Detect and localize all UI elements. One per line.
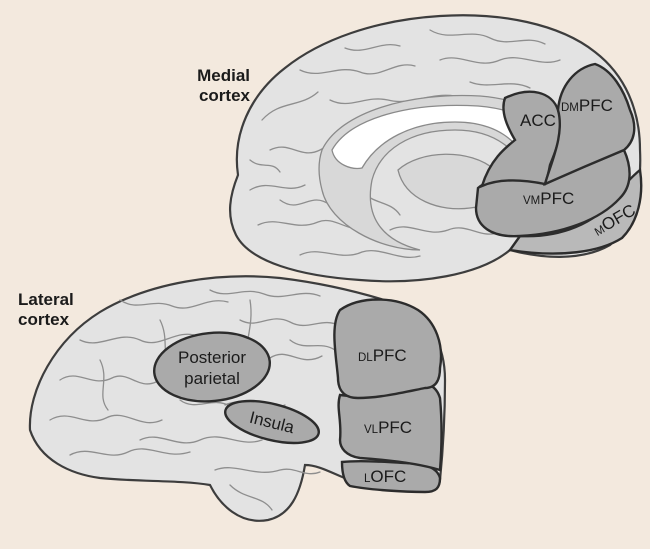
acc-label: ACC [520, 111, 556, 130]
medial-title-line1: Medial [197, 66, 250, 85]
medial-title-line2: cortex [199, 86, 251, 105]
lateral-title-line2: cortex [18, 310, 70, 329]
posterior-parietal-label-line1: Posterior [178, 348, 246, 367]
medial-brain: Medial cortex ACC DMPFC VMPFC MOFC [197, 15, 641, 281]
lateral-title-line1: Lateral [18, 290, 74, 309]
lateral-brain: Lateral cortex Posterior parietal Insula… [18, 276, 445, 520]
lofc-label: LOFC [364, 467, 406, 486]
posterior-parietal-label-line2: parietal [184, 369, 240, 388]
